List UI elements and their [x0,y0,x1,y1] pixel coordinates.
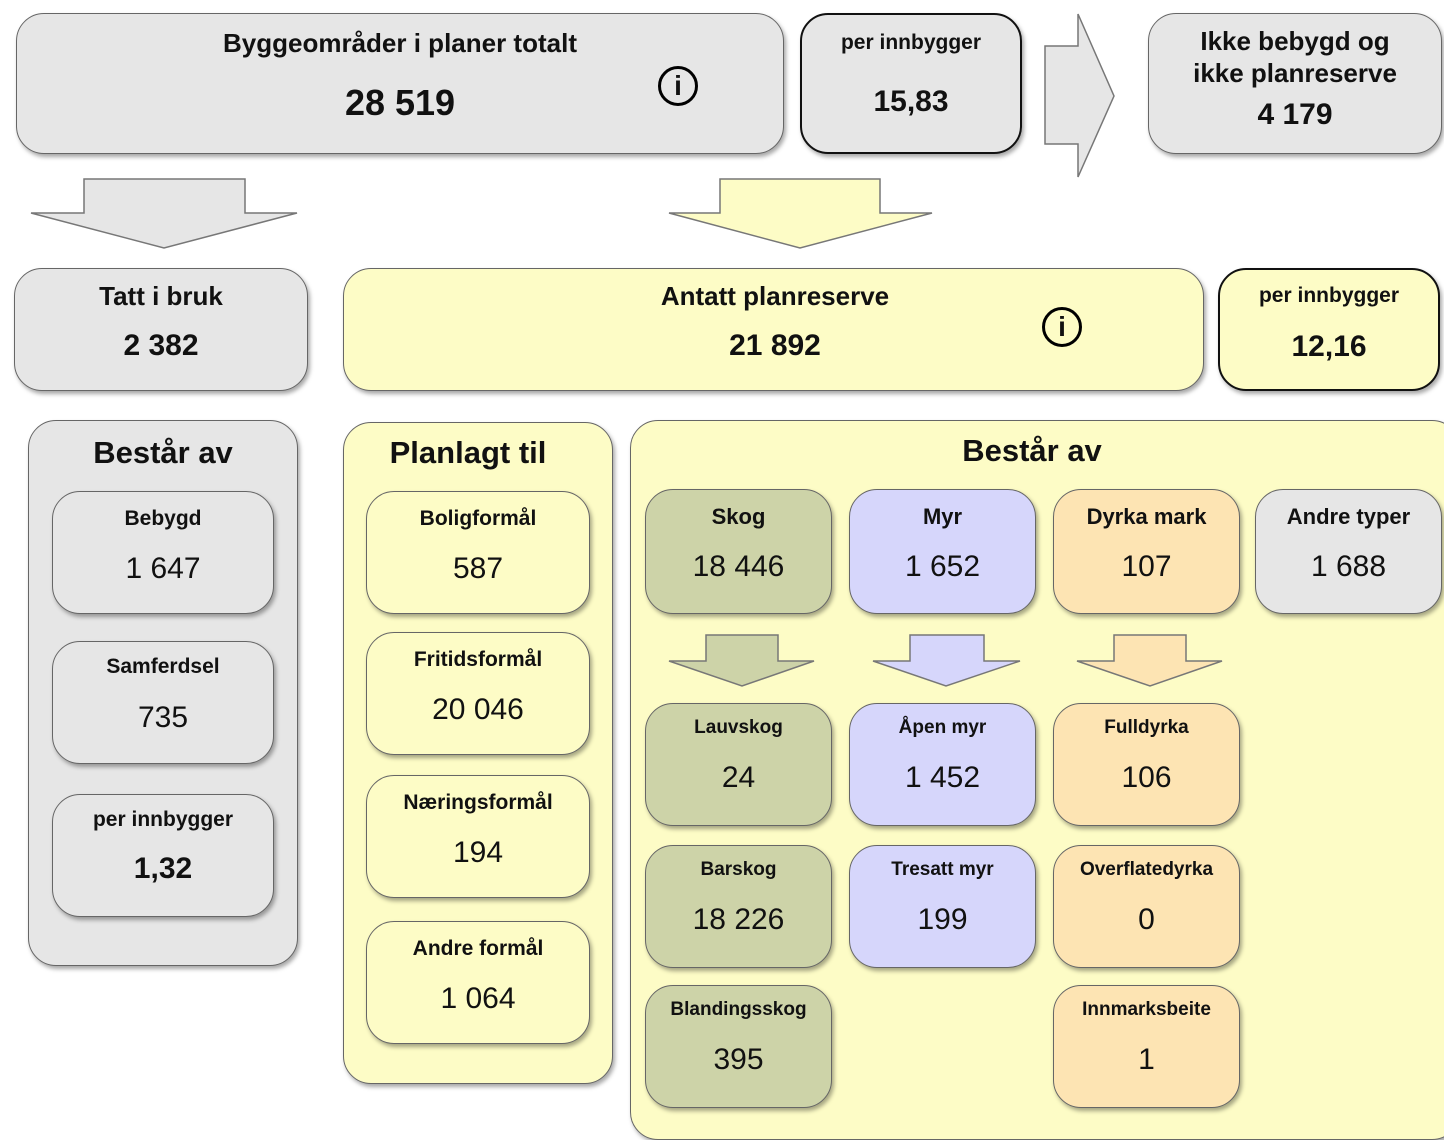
used-consists-title: Består av [93,435,233,470]
planned-item-andre-formal: Andre formål 1 064 [366,921,590,1044]
category-andre-typer: Andre typer 1 688 [1255,489,1442,614]
sub-title: Lauvskog [694,717,783,738]
category-title: Dyrka mark [1086,504,1207,529]
sub-innmarksbeite: Innmarksbeite 1 [1053,985,1240,1108]
planned-item-title: Fritidsformål [413,648,543,671]
total-per-capita-value: 15,83 [873,85,949,118]
used-item-value: 1 647 [125,552,201,585]
planned-item-value: 194 [452,836,504,869]
sub-lauvskog: Lauvskog 24 [645,703,832,826]
used-item-value: 1,32 [133,852,193,885]
planned-item-naeringsformal: Næringsformål 194 [366,775,590,898]
used-item-samferdsel: Samferdsel 735 [52,641,274,764]
sub-overflatedyrka: Overflatedyrka 0 [1053,845,1240,968]
sub-value: 1 452 [904,761,981,794]
planned-item-value: 20 046 [432,693,524,726]
total-per-capita-title: per innbygger [840,31,982,54]
category-value: 107 [1121,550,1172,583]
used-item-bebygd: Bebygd 1 647 [52,491,274,614]
sub-tresatt-myr: Tresatt myr 199 [849,845,1036,968]
used-header-title: Tatt i bruk [99,281,223,311]
sub-apen-myr: Åpen myr 1 452 [849,703,1036,826]
planned-item-title: Boligformål [419,507,537,530]
category-value: 1 652 [904,550,981,583]
info-icon[interactable]: i [1042,307,1082,347]
planned-item-value: 1 064 [440,982,516,1015]
reserve-per-capita-value: 12,16 [1291,330,1367,363]
sub-value: 106 [1121,761,1172,794]
not-built-box: Ikke bebygd og ikke planreserve 4 179 [1148,13,1442,154]
used-item-title: per innbygger [92,808,234,831]
not-built-value: 4 179 [1257,98,1333,131]
planned-item-title: Andre formål [412,937,544,960]
sub-value: 0 [1138,903,1155,936]
sub-fulldyrka: Fulldyrka 106 [1053,703,1240,826]
not-built-title-line2: ikke planreserve [1193,58,1397,88]
category-dyrka-mark: Dyrka mark 107 [1053,489,1240,614]
planned-item-value: 587 [452,552,504,585]
reserve-consists-title: Består av [962,433,1102,468]
sub-title: Åpen myr [898,717,987,738]
down-arrow-icon [1076,634,1223,687]
sub-title: Overflatedyrka [1079,859,1214,880]
sub-title: Tresatt myr [891,859,994,880]
sub-value: 395 [713,1043,764,1076]
sub-barskog: Barskog 18 226 [645,845,832,968]
sub-title: Innmarksbeite [1082,999,1211,1020]
used-item-value: 735 [137,701,189,734]
sub-value: 199 [917,903,968,936]
total-building-areas-value: 28 519 [344,82,456,123]
reserve-header-title: Antatt planreserve [660,281,890,311]
used-item-title: Samferdsel [106,655,220,678]
used-header-value: 2 382 [123,329,199,362]
reserve-per-capita-box: per innbygger 12,16 [1218,268,1440,391]
category-skog: Skog 18 446 [645,489,832,614]
down-arrow-icon [668,634,815,687]
sub-value: 24 [721,761,756,794]
category-title: Andre typer [1286,504,1411,529]
category-value: 18 446 [692,550,785,583]
planned-item-boligformal: Boligformål 587 [366,491,590,614]
sub-blandingsskog: Blandingsskog 395 [645,985,832,1108]
reserve-header-value: 21 892 [729,329,821,362]
planned-item-title: Næringsformål [403,791,553,814]
right-arrow-icon [1044,13,1115,178]
down-arrow-icon [668,178,933,249]
used-item-per-capita: per innbygger 1,32 [52,794,274,917]
category-title: Skog [711,504,766,529]
down-arrow-icon [30,178,298,249]
category-value: 1 688 [1310,550,1387,583]
down-arrow-icon [872,634,1021,687]
total-building-areas-box: Byggeområder i planer totalt 28 519 i [16,13,784,154]
sub-value: 1 [1138,1043,1155,1076]
sub-title: Barskog [700,859,777,880]
sub-title: Blandingsskog [670,999,807,1020]
total-building-areas-title: Byggeområder i planer totalt [223,28,577,58]
sub-title: Fulldyrka [1104,717,1189,738]
used-item-title: Bebygd [124,507,202,530]
category-myr: Myr 1 652 [849,489,1036,614]
total-per-capita-box: per innbygger 15,83 [800,13,1022,154]
not-built-title-line1: Ikke bebygd og [1200,26,1390,56]
planned-item-fritidsformal: Fritidsformål 20 046 [366,632,590,755]
category-title: Myr [922,504,963,529]
sub-value: 18 226 [692,903,785,936]
info-icon[interactable]: i [658,66,698,106]
reserve-header-box: Antatt planreserve 21 892 i [343,268,1204,391]
reserve-per-capita-title: per innbygger [1258,284,1400,307]
planned-title: Planlagt til [389,435,547,470]
used-header-box: Tatt i bruk 2 382 [14,268,308,391]
